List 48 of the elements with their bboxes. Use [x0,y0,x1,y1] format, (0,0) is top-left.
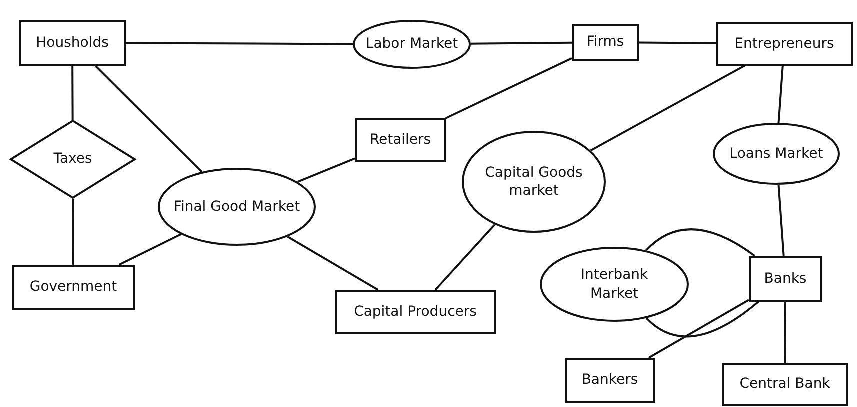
connector-line [446,58,572,120]
entity-box [565,358,655,403]
node-label: Interbank Market [580,266,650,303]
entity-box [716,22,853,66]
entity-box [355,118,446,162]
entity-box [722,363,848,406]
decision-diamond [10,120,136,199]
entity-box [749,256,822,302]
connector-line [590,65,746,152]
node-label: Government [30,278,118,297]
connector-line [646,301,760,338]
node-label: Capital Goods market [484,164,584,200]
node-label: Taxes [54,150,92,169]
connector-line [646,228,756,257]
connector-line [118,234,182,266]
node-label: Loans Market [730,144,824,164]
connector-line [297,158,356,184]
node-label: Retailers [370,130,432,150]
node-label: Entrepreneurs [734,34,834,54]
connector-line [434,224,496,291]
connector-line [470,42,572,45]
node-label: Firms [586,33,624,52]
market-ellipse [540,247,689,322]
node-label: Central Bank [740,375,830,394]
connector-line [287,236,379,291]
node-label: Capital Producers [354,302,477,322]
node-label: Labor Market [366,35,458,54]
entity-box [335,290,496,334]
node-label: Final Good Market [174,198,300,216]
connector-line [126,42,353,46]
connector-line [778,66,784,124]
connector-line [778,184,785,256]
market-ellipse [462,131,606,233]
connector-line [784,302,786,363]
entity-box [19,20,126,66]
market-ellipse [713,123,840,185]
market-ellipse [353,20,471,69]
connector-line [72,66,74,120]
connector-line [638,42,716,44]
connector-line [648,299,750,359]
market-ellipse [158,168,316,246]
connector-line [72,198,74,265]
node-label: Housholds [36,34,109,52]
entity-box [572,24,639,61]
entity-box [12,265,135,310]
node-label: Bankers [582,371,638,390]
node-label: Banks [764,270,807,288]
connector-line [94,65,203,173]
